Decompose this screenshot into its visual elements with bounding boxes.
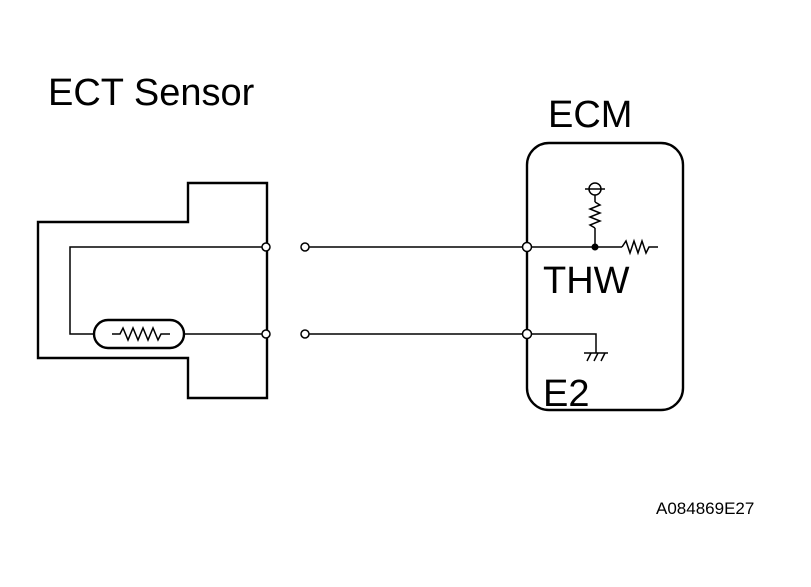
thermistor-resistor-icon [112, 326, 170, 342]
harness-connector-1 [300, 242, 310, 252]
harness-connector-2 [300, 329, 310, 339]
ground-hatch-2 [593, 352, 599, 362]
ground-hatch-1 [586, 352, 592, 362]
ecm-box [525, 141, 685, 412]
thw-label: THW [543, 260, 630, 302]
thw-input-resistor-icon [621, 238, 658, 256]
sensor-terminal-2 [261, 329, 271, 339]
ecm-title: ECM [548, 94, 632, 136]
sensor-internal-loop [69, 246, 266, 335]
e2-ground-wire [531, 333, 597, 353]
ground-hatch-3 [600, 352, 606, 362]
ecm-terminal-thw [521, 241, 533, 253]
sensor-housing [36, 181, 269, 400]
thermistor-capsule [92, 318, 186, 350]
figure-code: A084869E27 [656, 499, 754, 518]
sensor-title: ECT Sensor [48, 72, 255, 114]
pullup-resistor-icon [587, 201, 603, 229]
ecm-terminal-e2 [521, 328, 533, 340]
sensor-terminal-1 [261, 242, 271, 252]
e2-label: E2 [543, 373, 589, 415]
